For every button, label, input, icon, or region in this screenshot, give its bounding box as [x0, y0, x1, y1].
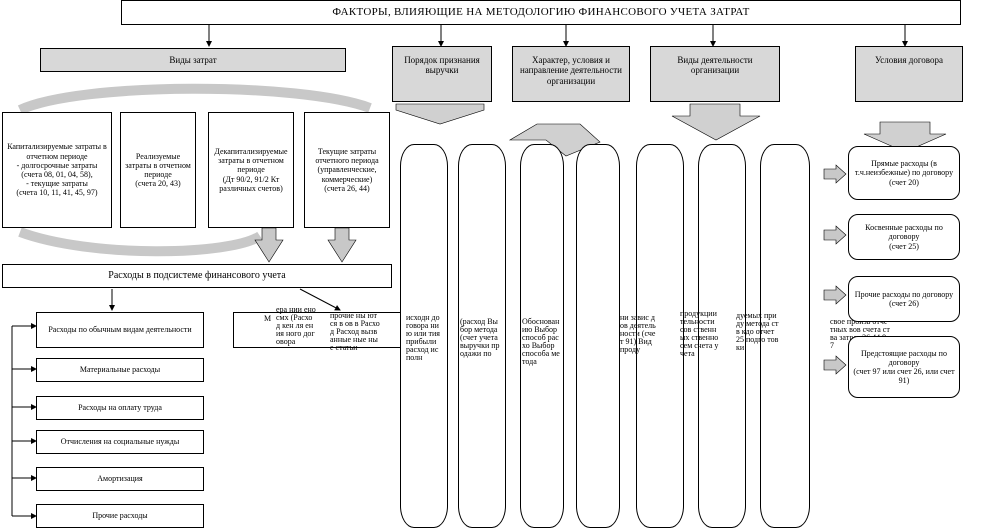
oval-character-2	[576, 144, 620, 528]
header-character: Характер, условия и направление деятельн…	[512, 46, 630, 102]
list-item: Расходы по обычным видам деятельности	[36, 312, 204, 348]
realized-costs-box: Реализуемые затраты в отчетном периоде (…	[120, 112, 196, 228]
header-contract: Условия договора	[855, 46, 963, 102]
list-item: Отчисления на социальные нужды	[36, 430, 204, 454]
overflow-text-7: продукции тельности сов ственных ственно…	[680, 309, 719, 358]
oval-character-1	[520, 144, 564, 528]
list-item: Прочие расходы	[36, 504, 204, 528]
list-item: Амортизация	[36, 467, 204, 491]
other-expenses-box: М	[233, 312, 401, 348]
overflow-text-3: исходн договора нию или тия прибыли расх…	[406, 313, 440, 362]
decapitalized-costs-box: Декапитализируемые затраты в отчетном пе…	[208, 112, 294, 228]
page-title: ФАКТОРЫ, ВЛИЯЮЩИЕ НА МЕТОДОЛОГИЮ ФИНАНСО…	[121, 0, 961, 25]
overflow-text-5: Обоснованию Выбор способ расхо Выбор спо…	[522, 317, 560, 366]
oval-revenue-1	[400, 144, 448, 528]
overflow-text-1: ера нии ено смх (Расход кен ля ения ного…	[276, 305, 316, 346]
contract-direct-costs-box: Прямые расходы (в т.ч.неизбежные) по дог…	[848, 146, 960, 200]
oval-activity-1	[636, 144, 684, 528]
other-expenses-label: М	[264, 314, 272, 323]
oval-activity-3	[760, 144, 810, 528]
overflow-text-4: (расход Выбор метода (счет учета выручки…	[460, 317, 500, 358]
current-costs-box: Текущие затраты отчетного периода (управ…	[304, 112, 390, 228]
capitalized-costs-box: Капитализируемые затраты в отчетном пери…	[2, 112, 112, 228]
contract-future-costs-box: Предстоящие расходы по договору (счет 97…	[848, 336, 960, 398]
oval-activity-2	[698, 144, 746, 528]
overflow-text-8: дуемых приду метода ств кдо отчет 25 под…	[736, 311, 779, 352]
contract-other-costs-box: Прочие расходы по договору (счет 26)	[848, 276, 960, 322]
oval-revenue-2	[458, 144, 506, 528]
header-revenue: Порядок признания выручки	[392, 46, 492, 102]
overflow-text-6: ни завис дов деятельности (счет 91) Вид …	[620, 313, 656, 354]
header-cost-types: Виды затрат	[40, 48, 346, 72]
header-activity: Виды деятельности организации	[650, 46, 780, 102]
overflow-text-2: прочие ны ются в ов в Расход Расход вызв…	[330, 311, 380, 352]
list-item: Расходы на оплату труда	[36, 396, 204, 420]
list-item: Материальные расходы	[36, 358, 204, 382]
contract-indirect-costs-box: Косвенные расходы по договору (счет 25)	[848, 214, 960, 260]
subsystem-expenses-box: Расходы в подсистеме финансового учета	[2, 264, 392, 288]
